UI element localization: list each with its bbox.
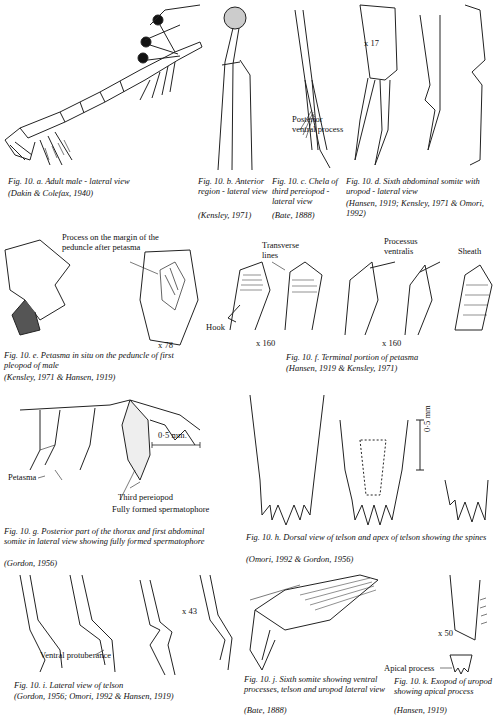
figure-caption: Fig. 10. k. Exopod of uropod showing api… (394, 676, 498, 696)
figure-caption: (Bate, 1888) (272, 210, 344, 220)
part-label: Posterior ventral process (292, 114, 344, 134)
figure-caption: (Gordon, 1956; Omori, 1992 & Hansen, 191… (14, 691, 224, 701)
figure-caption: (Hansen, 1919 & Kensley, 1971) (286, 363, 496, 373)
part-label: Hook (206, 322, 236, 332)
figure-caption: Fig. 10. j. Sixth somite showing ventral… (244, 674, 389, 694)
figure-caption: (Bate, 1888) (244, 705, 389, 715)
part-label: x 160 (382, 338, 412, 348)
sixth-somite-uropod-figure (250, 575, 378, 670)
figure-caption: Fig. 10. f. Terminal portion of petasma (286, 352, 496, 362)
sixth-somite-figure (355, 5, 485, 165)
figure-caption: Fig. 10. e. Petasma in situ on the pedun… (4, 350, 199, 370)
exopod-figure (440, 575, 487, 674)
part-label: Transverse lines (262, 240, 312, 260)
part-label: Sheath (458, 246, 494, 256)
part-label: x 43 (182, 606, 212, 616)
part-label: x 78 (158, 340, 188, 350)
telson-lateral-figure (20, 575, 232, 675)
thorax-spermatophore-figure (20, 400, 200, 500)
figure-caption: Fig. 10. b. Anterior region - lateral vi… (198, 176, 270, 196)
part-label: Processus ventralis (384, 236, 439, 256)
part-label: Ventral protuberance (40, 650, 140, 660)
figure-caption: Fig. 10. g. Posterior part of the thorax… (4, 526, 209, 546)
chela-figure (295, 10, 330, 168)
figure-caption: (Omori, 1992 & Gordon, 1956) (246, 554, 496, 564)
part-label: Fully formed spermatophore (112, 504, 232, 514)
part-label: x 17 (364, 38, 394, 48)
part-label: Petasma (8, 472, 48, 482)
figure-caption: (Gordon, 1956) (4, 558, 209, 568)
part-label: x 160 (256, 338, 286, 348)
adult-male-figure (5, 5, 202, 165)
part-label: Apical process (384, 663, 439, 673)
anterior-region-figure (218, 7, 252, 170)
figure-caption: Fig. 10. c. Chela of third pereiopod - l… (272, 176, 344, 206)
figure-caption: (Hansen, 1919; Kensley, 1971 & Omori, 19… (346, 198, 496, 218)
part-label: x 50 (438, 628, 468, 638)
figure-caption: Fig. 10. h. Dorsal view of telson and ap… (246, 532, 496, 542)
part-label: 0·5 mm (422, 405, 432, 432)
figure-caption: Fig. 10. a. Adult male - lateral view (8, 176, 168, 186)
petasma-terminal-figure (228, 262, 492, 335)
figure-caption: (Dakin & Colefax, 1940) (8, 188, 168, 198)
figure-caption: (Hansen, 1919) (394, 705, 498, 715)
telson-dorsal-figure (250, 395, 488, 525)
figure-caption: (Kensley, 1971) (198, 210, 270, 220)
figure-caption: Fig. 10. i. Lateral view of telson (14, 680, 224, 690)
part-label: Third pereiopod (118, 492, 198, 502)
petasma-in-situ-figure (5, 240, 198, 345)
figure-caption: (Kensley, 1971 & Hansen, 1919) (4, 372, 199, 382)
figure-caption: Fig. 10. d. Sixth abdominal somite with … (346, 176, 496, 196)
part-label: Process on the margin of the peduncle af… (62, 232, 172, 252)
part-label: 0·5 mm. (158, 430, 198, 440)
